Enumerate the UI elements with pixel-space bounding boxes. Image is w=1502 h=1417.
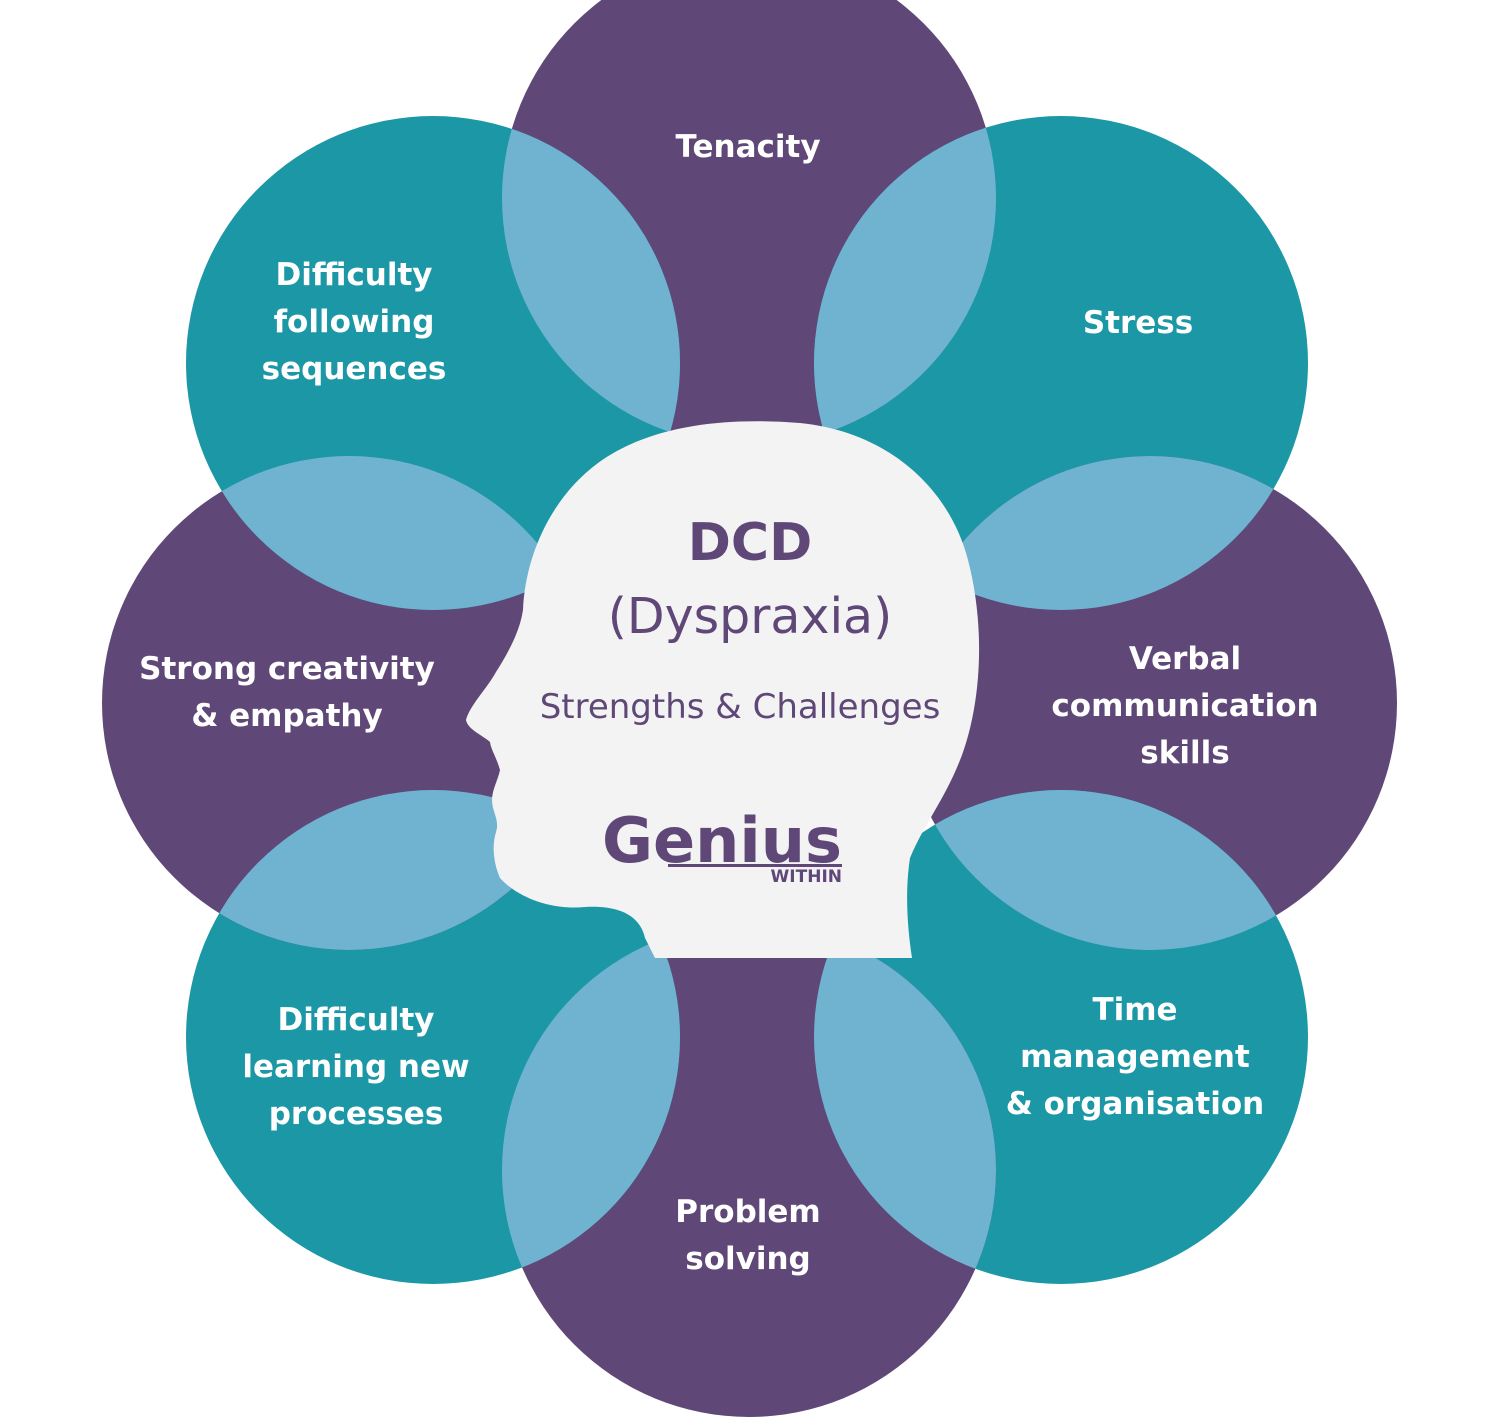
petal-label-line: Difficulty — [275, 257, 432, 293]
petal-overlap — [502, 923, 680, 1284]
petal-label-line: solving — [685, 1241, 810, 1277]
logo-underline — [668, 864, 842, 867]
petal-label-creativity-empathy: Strong creativity & empathy — [139, 651, 435, 734]
petal-label-line: Difficulty — [277, 1002, 434, 1038]
petal-label-line: sequences — [262, 351, 447, 387]
petal-label-line: Stress — [1083, 305, 1193, 341]
petal-label-line: processes — [269, 1096, 444, 1132]
petal-label-line: Problem — [675, 1194, 820, 1230]
petal-label-learning-processes: Difficulty learning new processes — [242, 1002, 469, 1132]
petal-label-stress: Stress — [1083, 305, 1193, 341]
petal-label-line: Time — [1092, 992, 1177, 1028]
petal-label-line: communication — [1051, 688, 1318, 724]
petal-overlap — [502, 116, 680, 445]
petal-label-line: skills — [1140, 735, 1229, 771]
petal-label-line: Strong creativity — [139, 651, 435, 687]
genius-within-logo: Genius WITHIN — [602, 804, 842, 887]
petal-label-tenacity: Tenacity — [675, 129, 820, 165]
petal-label-line: & organisation — [1006, 1086, 1264, 1122]
petal-label-problem-solving: Problem solving — [675, 1194, 820, 1277]
petal-overlap — [814, 116, 996, 445]
head-silhouette — [466, 421, 980, 959]
petal-label-line: Tenacity — [675, 129, 820, 165]
petal-overlap — [814, 923, 996, 1284]
petal-label-line: management — [1020, 1039, 1250, 1075]
logo-subtext: WITHIN — [771, 867, 842, 887]
petal-label-verbal-communication: Verbal communication skills — [1051, 641, 1318, 771]
petal-label-line: Verbal — [1129, 641, 1241, 677]
petal-label-line: & empathy — [191, 698, 382, 734]
petal-label-following-sequences: Difficulty following sequences — [262, 257, 447, 387]
diagram-subtitle: (Dyspraxia) — [608, 588, 892, 645]
diagram-tagline: Strengths & Challenges — [540, 687, 941, 727]
diagram-title: DCD — [688, 513, 813, 573]
petal-label-line: learning new — [242, 1049, 469, 1085]
petal-label-line: following — [274, 304, 435, 340]
petal-label-time-management: Time management & organisation — [1006, 992, 1264, 1122]
